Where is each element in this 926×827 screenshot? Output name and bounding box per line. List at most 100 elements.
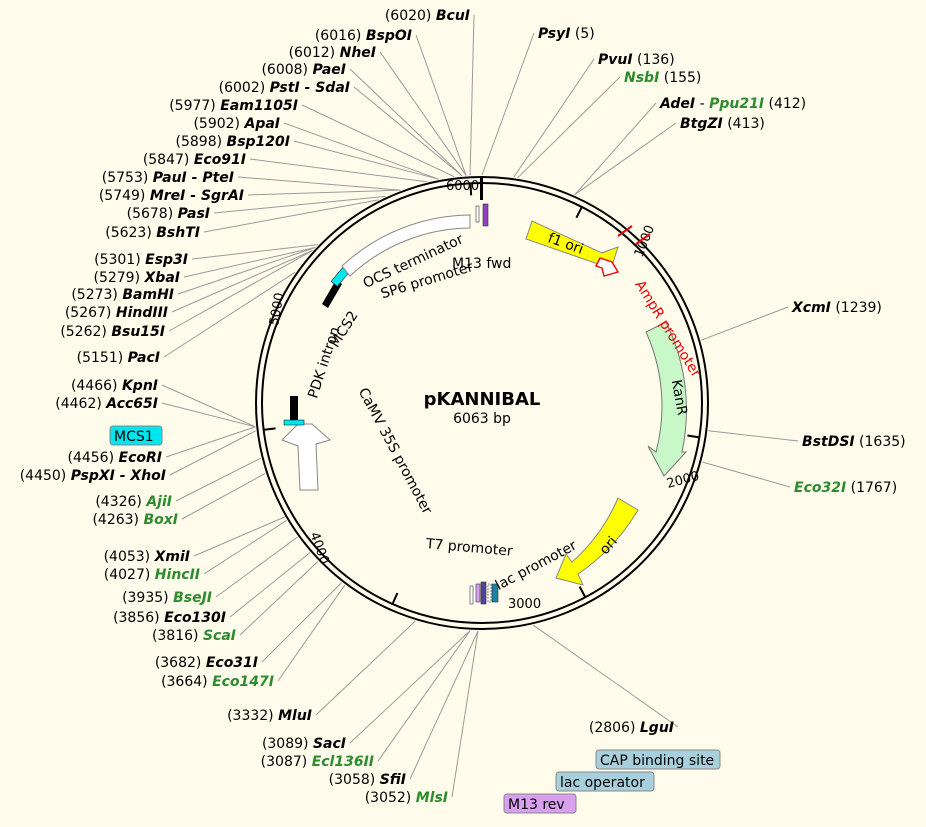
site-name-sep: - <box>695 96 709 112</box>
m13-rev-marker[interactable] <box>475 583 481 603</box>
site-position: (3856) <box>113 610 164 626</box>
site-leader <box>249 158 427 183</box>
mcs2-bar[interactable] <box>322 280 342 308</box>
site-label[interactable]: Eco32I (1767) <box>794 480 897 496</box>
site-position: (4466) <box>71 378 122 394</box>
site-leader <box>574 102 657 196</box>
site-leader <box>171 249 313 313</box>
lac-operator-marker[interactable] <box>480 581 487 605</box>
site-label[interactable]: (5262) Bsu15I <box>60 324 165 340</box>
site-leader <box>415 34 467 176</box>
tick-label-2000: 2000 <box>665 469 701 492</box>
site-label[interactable]: (3935) BseJI <box>122 590 212 606</box>
site-label[interactable]: (4053) XmiI <box>104 549 190 565</box>
site-label[interactable]: (3087) Ecl136II <box>261 754 374 770</box>
mcs1-marker[interactable] <box>283 419 305 426</box>
site-label[interactable]: (3816) ScaI <box>152 628 236 644</box>
site-name: Eco147I <box>212 674 274 690</box>
sp6-promoter-marker[interactable] <box>475 205 480 223</box>
site-leader <box>229 552 311 618</box>
site-leader <box>261 582 342 663</box>
site-name: PauI - PteI <box>153 170 234 186</box>
site-label[interactable]: (4456) EcoRI <box>68 450 163 466</box>
site-name: Ppu21I <box>709 96 764 112</box>
site-label[interactable]: (5898) Bsp120I <box>176 134 290 150</box>
kanr-arrow[interactable] <box>645 321 688 477</box>
site-label[interactable]: (6012) NheI <box>289 45 376 61</box>
site-position: (3052) <box>365 790 416 806</box>
ampr-promoter-arrow[interactable] <box>595 257 620 277</box>
site-name: EcoRI <box>119 450 162 466</box>
site-leader <box>193 516 285 557</box>
site-label[interactable]: (5678) PasI <box>127 206 210 222</box>
site-label[interactable]: (6016) BspOI <box>315 28 412 44</box>
site-label[interactable]: NsbI (155) <box>624 70 701 86</box>
mcs1-box[interactable] <box>109 425 163 446</box>
site-label[interactable]: (4450) PspXI - XhoI <box>20 468 166 484</box>
site-label[interactable]: (4466) KpnI <box>71 378 158 394</box>
site-position: (5262) <box>60 324 111 340</box>
site-label[interactable]: (5977) Eam1105I <box>169 98 298 114</box>
site-label[interactable]: (5267) HindIII <box>65 305 168 321</box>
site-label[interactable]: XcmI (1239) <box>791 300 882 316</box>
site-leader <box>315 620 416 716</box>
site-label[interactable]: PvuI (136) <box>598 52 675 68</box>
site-leader <box>349 630 471 744</box>
site-label[interactable]: (4326) AjiI <box>95 494 172 510</box>
site-name: ApaI <box>243 116 280 132</box>
m13-rev-box[interactable] <box>503 793 577 814</box>
site-position: (3935) <box>122 590 173 606</box>
site-label[interactable]: (3332) MluI <box>227 708 312 724</box>
site-label[interactable]: (6002) PstI - SdaI <box>219 80 350 96</box>
tick-label-3000: 3000 <box>508 597 541 612</box>
site-label[interactable]: (3682) Eco31I <box>155 655 258 671</box>
site-name: BspOI <box>366 28 412 44</box>
site-label[interactable]: (3052) MlsI <box>365 790 448 806</box>
site-position: (5753) <box>102 170 153 186</box>
site-name: LguI <box>640 720 674 736</box>
pdk-intron-bar[interactable] <box>290 396 298 422</box>
site-label[interactable]: (5847) Eco91I <box>143 152 246 168</box>
site-label[interactable]: (5753) PauI - PteI <box>102 170 234 186</box>
site-label[interactable]: (5623) BshTI <box>105 225 200 241</box>
site-label[interactable]: (5273) BamHI <box>71 287 174 303</box>
site-label[interactable]: (4462) Acc65I <box>55 396 158 412</box>
site-label[interactable]: BtgZI (413) <box>680 116 765 132</box>
camv-35s-promoter-arrow[interactable] <box>281 423 332 491</box>
ori-arrow[interactable] <box>555 497 639 586</box>
site-position: (3087) <box>261 754 312 770</box>
site-position: (1635) <box>855 434 906 450</box>
site-position: (4027) <box>104 567 155 583</box>
site-label[interactable]: (6020) BcuI <box>385 8 470 24</box>
site-label[interactable]: (3664) Eco147I <box>161 674 274 690</box>
site-name: Eam1105I <box>220 98 298 114</box>
site-label[interactable]: (5902) ApaI <box>193 116 280 132</box>
site-label[interactable]: BstDSI (1635) <box>802 434 906 450</box>
site-label[interactable]: (4263) BoxI <box>92 512 178 528</box>
site-label[interactable]: (2806) LguI <box>589 720 674 736</box>
site-position: (136) <box>633 52 675 68</box>
site-leader <box>379 51 467 176</box>
site-position: (5301) <box>94 252 145 268</box>
site-label[interactable]: (5301) Esp3I <box>94 252 188 268</box>
t7-promoter-marker[interactable] <box>469 585 474 605</box>
site-label[interactable]: (5151) PacI <box>77 350 160 366</box>
site-position: (5279) <box>94 270 145 286</box>
site-name: Acc65I <box>105 396 158 412</box>
mcs1-box-label: MCS1 <box>114 429 154 445</box>
site-label[interactable]: (3856) Eco130I <box>113 610 226 626</box>
m13-fwd-marker[interactable] <box>482 203 489 227</box>
ocs-terminator-box[interactable] <box>341 214 471 277</box>
site-label[interactable]: (6008) PaeI <box>261 62 346 78</box>
site-label[interactable]: PsyI (5) <box>538 26 595 42</box>
site-label[interactable]: (4027) HincII <box>104 567 200 583</box>
site-label[interactable]: (5279) XbaI <box>94 270 181 286</box>
lac-promoter-marker[interactable] <box>491 583 499 603</box>
cap-site-marker[interactable] <box>487 583 492 603</box>
site-label[interactable]: AdeI - Ppu21I (412) <box>659 96 806 112</box>
lac-operator-box[interactable] <box>555 771 655 792</box>
cap-site-box[interactable] <box>595 749 721 770</box>
site-label[interactable]: (3058) SfiI <box>329 772 406 788</box>
site-label[interactable]: (3089) SacI <box>262 736 346 752</box>
site-label[interactable]: (5749) MreI - SgrAI <box>99 188 244 204</box>
